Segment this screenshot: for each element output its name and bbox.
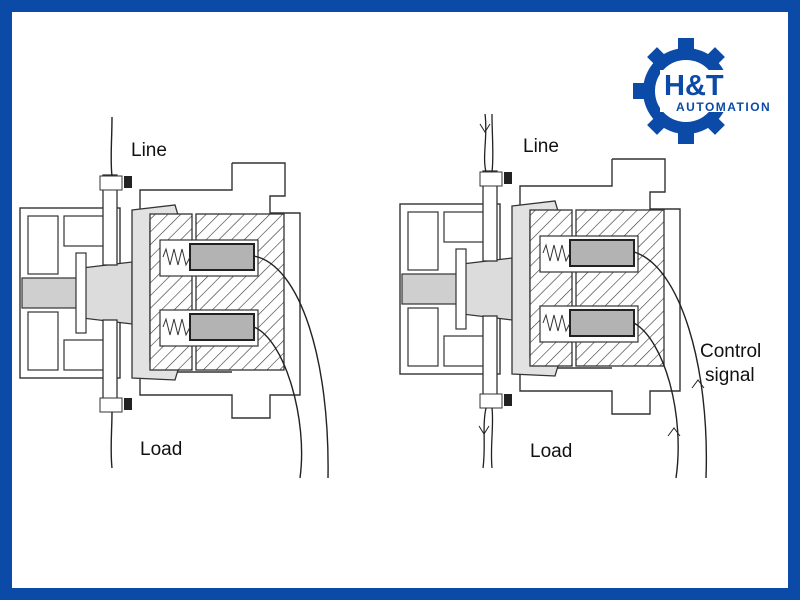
right-load-label: Load bbox=[530, 441, 572, 462]
ht-automation-logo: H&T AUTOMATION bbox=[633, 38, 784, 144]
left-line-label: Line bbox=[131, 140, 167, 161]
logo-subtitle: AUTOMATION bbox=[676, 100, 771, 114]
control-label-line2: signal bbox=[705, 365, 755, 386]
left-contactor bbox=[19, 116, 329, 479]
right-contactor bbox=[399, 113, 708, 479]
logo-title: H&T bbox=[664, 70, 724, 102]
control-label-line1: Control bbox=[700, 341, 761, 362]
left-load-label: Load bbox=[140, 439, 182, 460]
right-line-label: Line bbox=[523, 136, 559, 157]
